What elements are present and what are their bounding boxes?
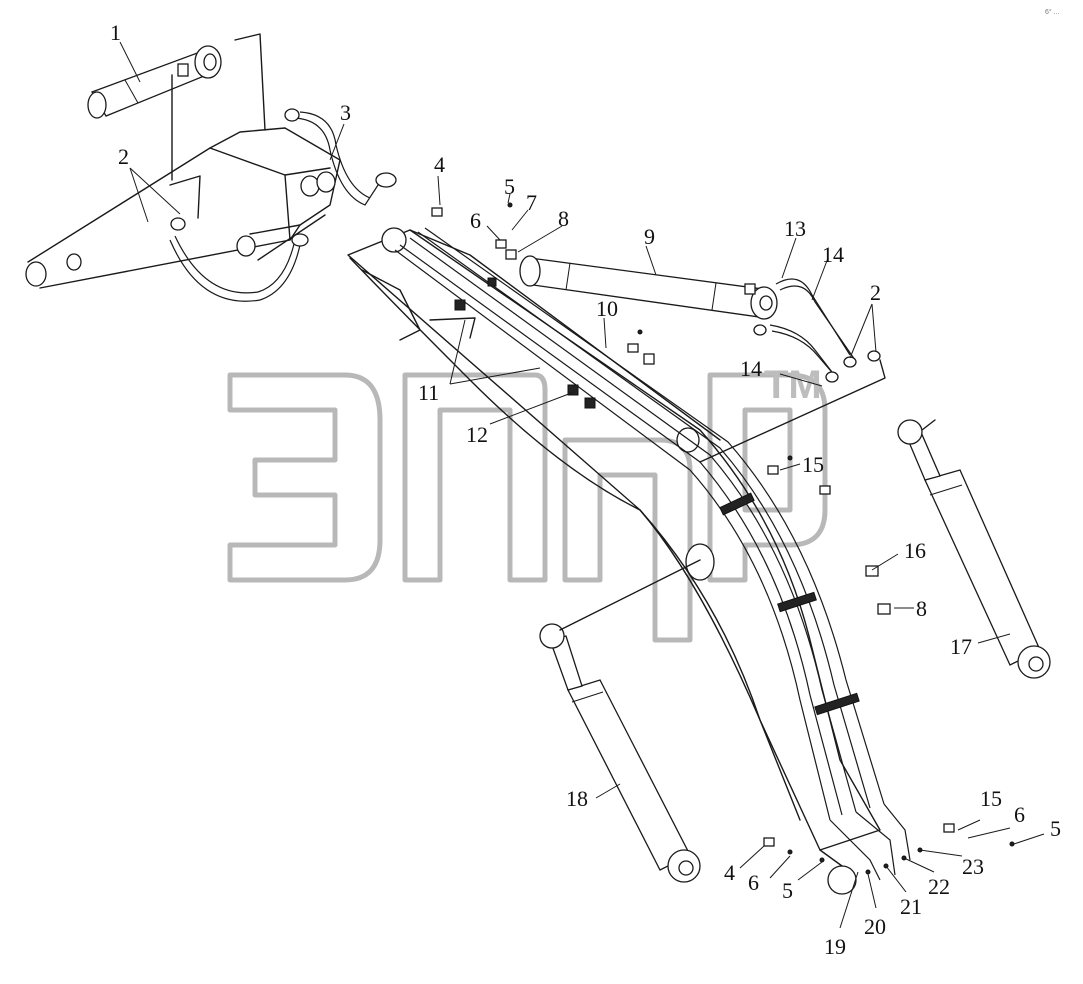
cylinder-9 [519, 255, 778, 320]
cylinder-17 [897, 419, 1051, 679]
callout-22: 22 [928, 874, 950, 899]
callout-19: 19 [824, 934, 846, 959]
callout-1: 1 [110, 20, 121, 45]
callout-2a: 2 [118, 144, 129, 169]
callout-5c: 5 [782, 878, 793, 903]
callout-4b: 4 [724, 860, 735, 885]
callout-8: 8 [558, 206, 569, 231]
callout-9: 9 [644, 224, 655, 249]
watermark: TM [227, 363, 828, 643]
callout-8b: 8 [916, 596, 927, 621]
callout-2c: 2 [870, 280, 881, 305]
boom-hoses [394, 227, 911, 881]
callout-20: 20 [864, 914, 886, 939]
callout-16: 16 [904, 538, 926, 563]
callout-15b: 15 [980, 786, 1002, 811]
callout-3: 3 [340, 100, 351, 125]
callout-15a: 15 [802, 452, 824, 477]
callout-11: 11 [418, 380, 439, 405]
cylinder-18 [539, 559, 701, 883]
callout-12: 12 [466, 422, 488, 447]
callout-7: 7 [526, 190, 537, 215]
callout-13: 13 [784, 216, 806, 241]
callout-5: 5 [504, 174, 515, 199]
callout-21: 21 [900, 894, 922, 919]
callout-23: 23 [962, 854, 984, 879]
fittings [431, 202, 1015, 875]
leader-lines [119, 41, 1045, 929]
callout-5b: 5 [1050, 816, 1061, 841]
callouts: 1 2 3 2 4 5 6 7 8 9 13 14 10 11 12 14 15… [110, 20, 1061, 959]
corner-mark: 6° ... [1045, 8, 1060, 16]
callout-6: 6 [470, 208, 481, 233]
callout-6b: 6 [1014, 802, 1025, 827]
callout-17: 17 [950, 634, 972, 659]
cylinder-1 [87, 45, 222, 119]
callout-14b: 14 [740, 356, 762, 381]
callout-6c: 6 [748, 870, 759, 895]
hoses-13-14 [699, 278, 886, 463]
callout-4: 4 [434, 152, 445, 177]
main-boom [347, 227, 881, 895]
callout-18: 18 [566, 786, 588, 811]
callout-10: 10 [596, 296, 618, 321]
callout-14a: 14 [822, 242, 844, 267]
watermark-trademark: TM [764, 363, 822, 407]
